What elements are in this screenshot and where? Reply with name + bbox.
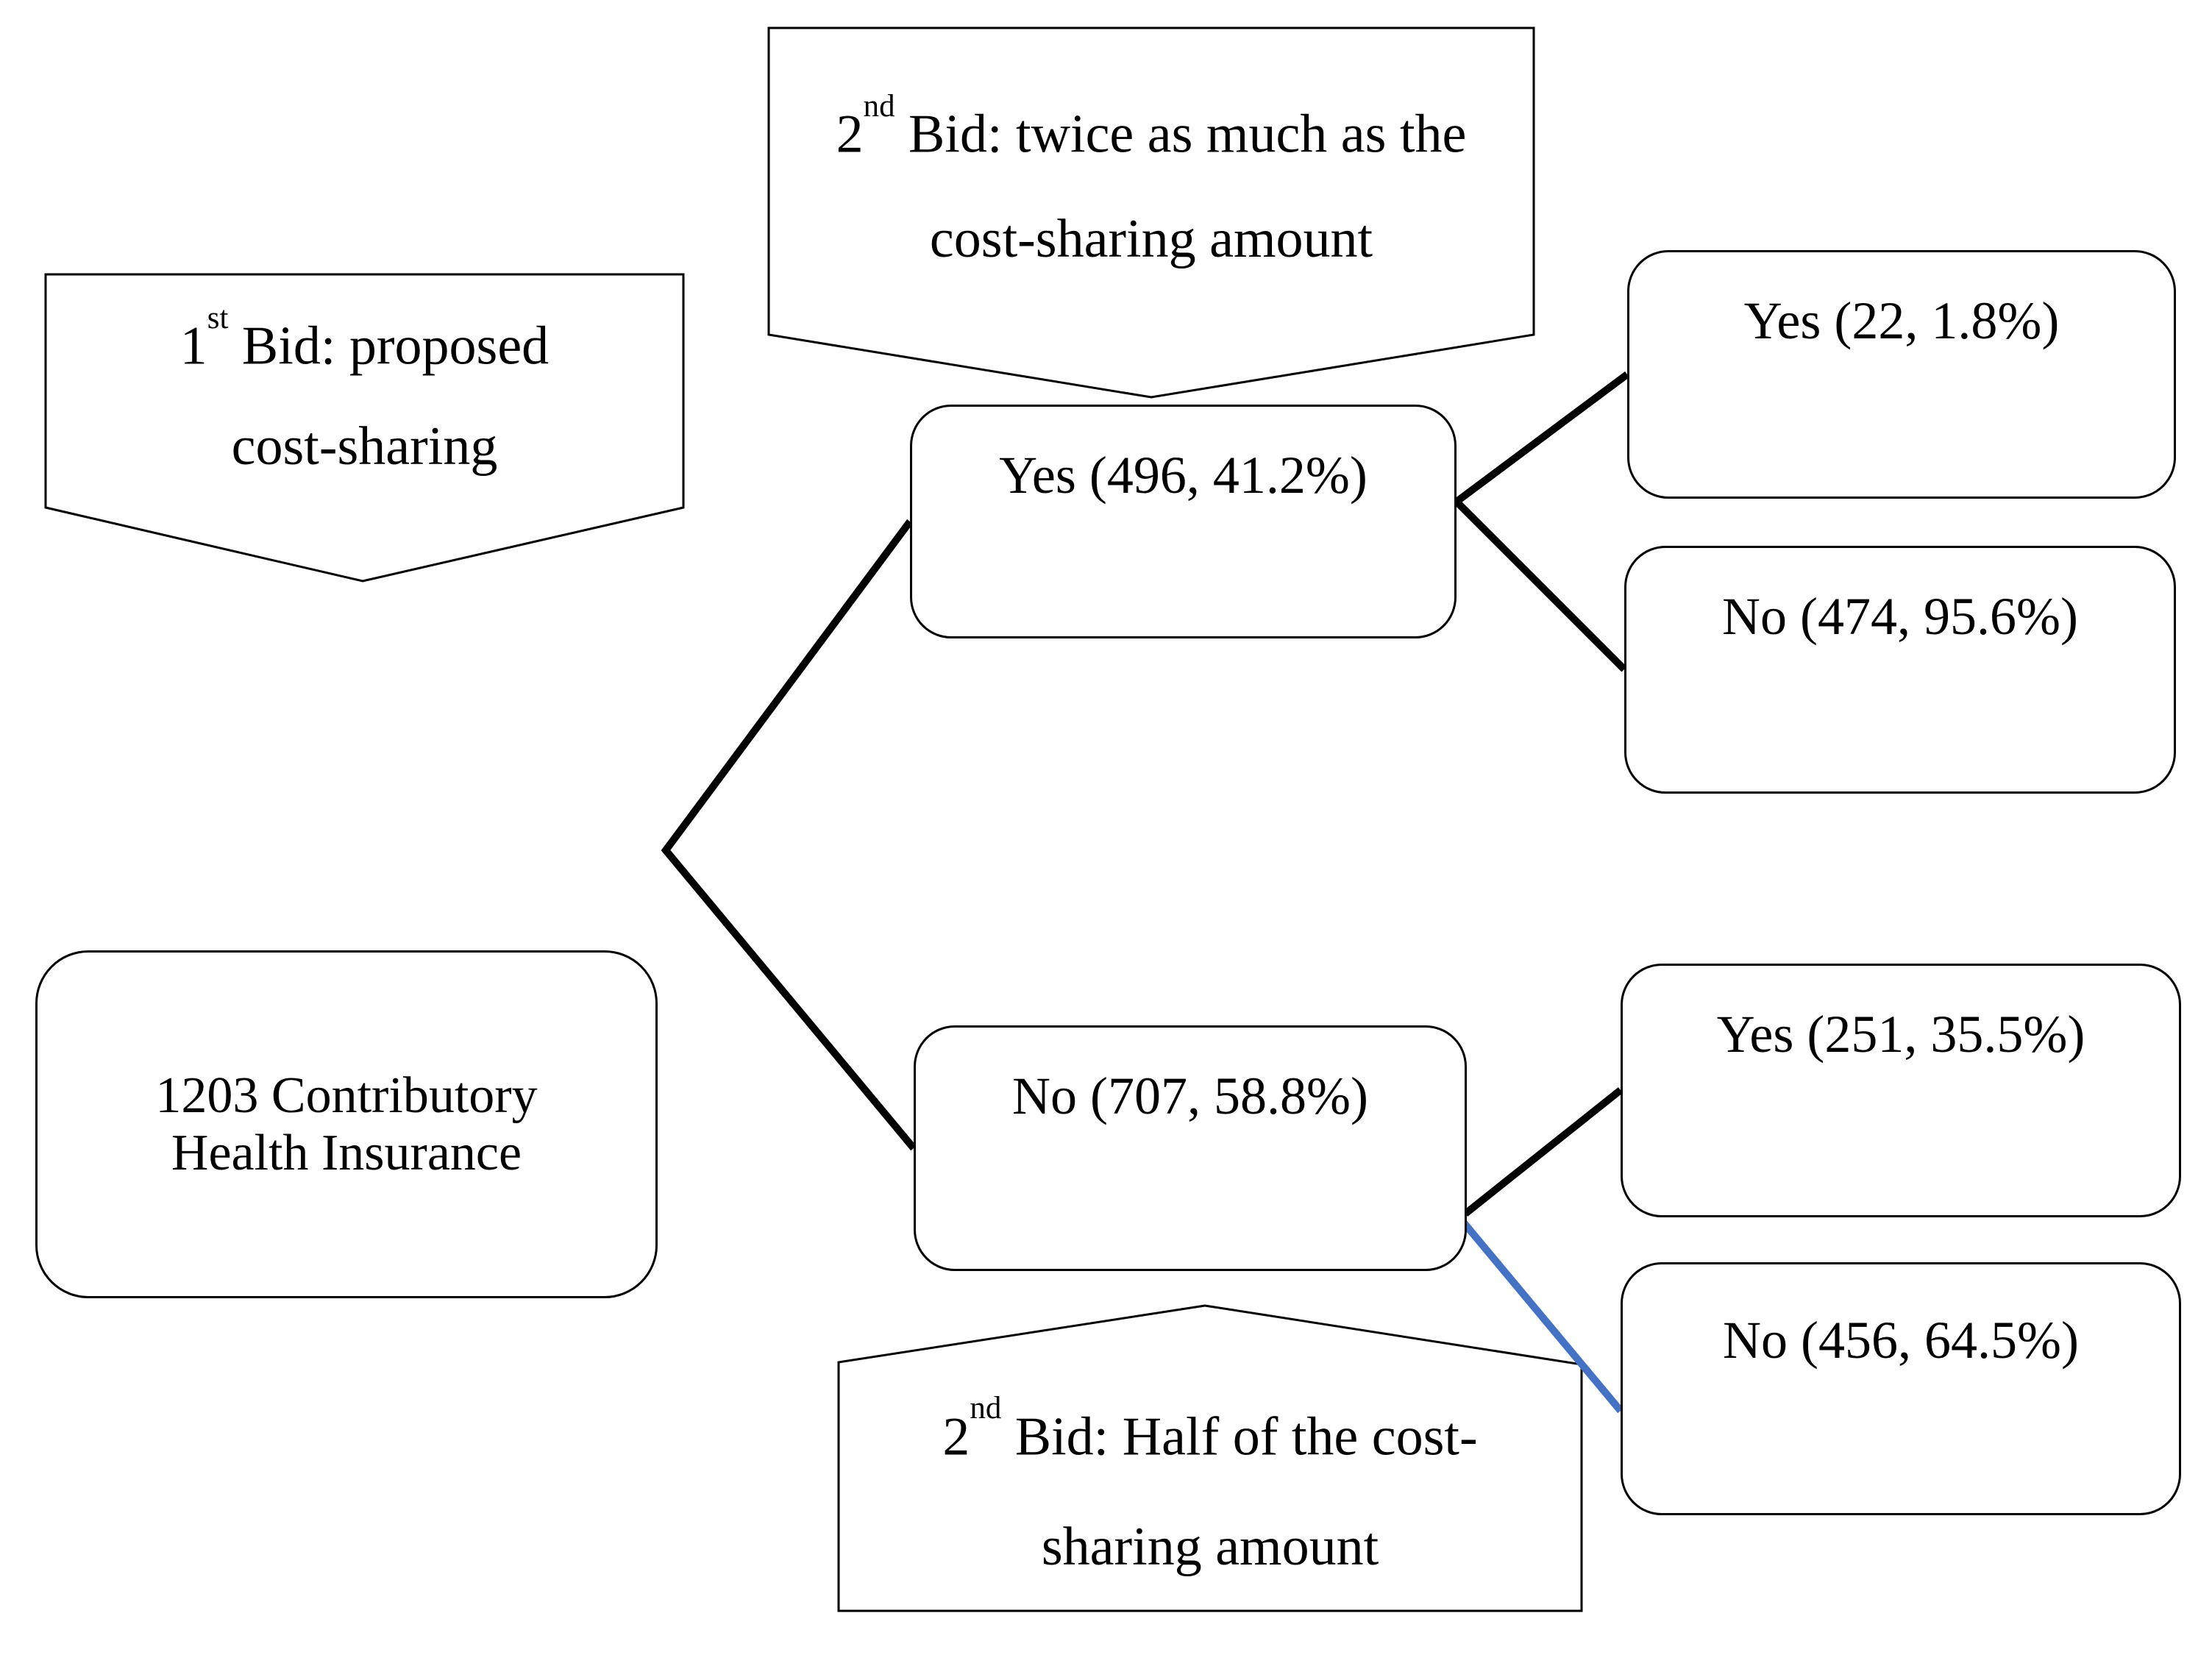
node-first-yes-496: Yes (496, 41.2%) [910,405,1457,638]
banner-first-bid-line2: cost-sharing [231,416,498,477]
node-first-no-707: No (707, 58.8%) [914,1025,1467,1271]
connector-no707-to-no456 [1459,1218,1624,1414]
banner-second-bid-double-line1: 2nd Bid: twice as much as the [836,88,1467,165]
connector-root-fork [661,519,917,1151]
banner-second-bid-double-label: 2nd Bid: twice as much as the cost-shari… [769,28,1534,335]
banner-first-bid-line1: 1st Bid: proposed [179,300,550,377]
ordinal-suffix: nd [970,1391,1002,1426]
banner-second-bid-half-shape [837,1304,1583,1612]
banner-second-bid-half-line2: sharing amount [1041,1517,1379,1578]
node-double-no-label: No (474, 95.6%) [1722,587,2078,646]
ordinal-suffix: st [207,300,229,335]
node-half-yes-label: Yes (251, 35.5%) [1716,1005,2085,1064]
node-root-1203: 1203 Contributory Health Insurance [35,950,658,1298]
node-root-line1: 1203 Contributory [155,1067,538,1124]
banner-first-bid-shape [44,273,685,583]
node-half-no-456: No (456, 64.5%) [1621,1262,2181,1515]
banner-first-bid-label: 1st Bid: proposed cost-sharing [46,274,683,508]
node-first-yes-label: Yes (496, 41.2%) [999,446,1368,505]
node-root-line2: Health Insurance [171,1124,522,1181]
banner-second-bid-double-line2: cost-sharing amount [929,208,1373,269]
banner-second-bid-half-label: 2nd Bid: Half of the cost- sharing amoun… [839,1362,1582,1611]
connector-yes496-fork [1451,371,1629,672]
node-double-yes-22: Yes (22, 1.8%) [1627,250,2176,499]
node-double-yes-label: Yes (22, 1.8%) [1743,291,2060,350]
ordinal-suffix: nd [863,88,895,124]
node-half-no-label: No (456, 64.5%) [1723,1311,2079,1370]
banner-second-bid-half-line1: 2nd Bid: Half of the cost- [942,1391,1478,1467]
connector-no707-to-yes251 [1462,1087,1624,1217]
node-half-yes-251: Yes (251, 35.5%) [1621,964,2181,1217]
node-first-no-label: No (707, 58.8%) [1012,1067,1368,1125]
node-double-no-474: No (474, 95.6%) [1624,546,2176,794]
banner-second-bid-double-shape [767,26,1535,399]
